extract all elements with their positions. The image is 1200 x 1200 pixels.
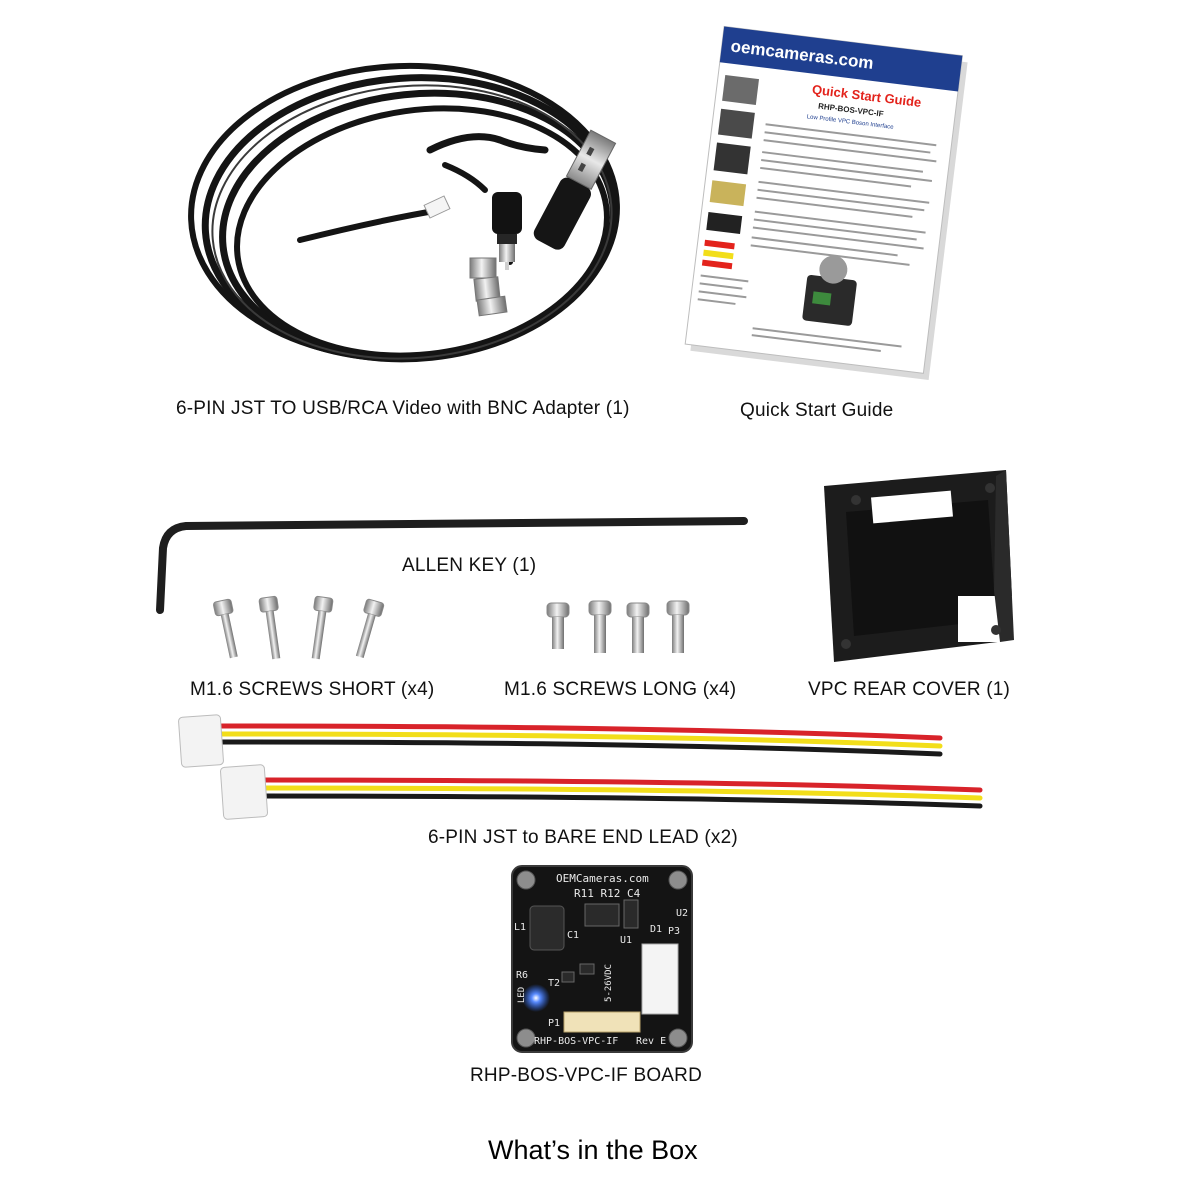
cable-jst-connector — [423, 195, 451, 219]
board-u1-print: U1 — [620, 935, 633, 946]
caption-guide: Quick Start Guide — [740, 400, 894, 421]
quick-start-guide-sheet: oemcameras.com Quick Start Guide RHP-BOS… — [684, 25, 968, 381]
board-u2-print: U2 — [676, 908, 689, 919]
caption-screws-long: M1.6 SCREWS LONG (x4) — [504, 679, 737, 700]
board-t2-print: T2 — [548, 978, 561, 989]
caption-allen-key: ALLEN KEY (1) — [402, 555, 537, 576]
interface-board — [511, 865, 693, 1053]
jst-connector-2 — [220, 764, 268, 820]
board-c1-print: C1 — [567, 930, 580, 941]
usb-plug — [533, 129, 617, 250]
board-r6-print: R6 — [516, 970, 529, 981]
caption-screws-short: M1.6 SCREWS SHORT (x4) — [190, 679, 435, 700]
caption-lead: 6-PIN JST to BARE END LEAD (x2) — [428, 827, 738, 848]
board-led-print: LED — [517, 986, 528, 1004]
board-part-print: RHP-BOS-VPC-IF — [534, 1036, 619, 1047]
short-screws — [213, 595, 385, 660]
board-p3-print: P3 — [668, 926, 681, 937]
status-led — [522, 984, 550, 1012]
bare-end-lead-2 — [259, 777, 983, 809]
jst-connector-1 — [178, 714, 224, 768]
bare-end-lead-1 — [219, 723, 943, 757]
caption-cable: 6-PIN JST TO USB/RCA Video with BNC Adap… — [176, 398, 630, 419]
rca-plug — [492, 192, 522, 270]
board-pin-print: 5-26VDC — [603, 964, 614, 1002]
bnc-adapter — [469, 257, 508, 317]
board-l1-print: L1 — [514, 922, 527, 933]
allen-key — [156, 517, 748, 614]
caption-rear-cover: VPC REAR COVER (1) — [808, 679, 1011, 700]
usb-rca-cable — [188, 62, 620, 363]
board-p1-print: P1 — [548, 1018, 561, 1029]
footer-title: What’s in the Box — [488, 1135, 698, 1165]
board-site-print: OEMCameras.com — [556, 872, 649, 885]
caption-board: RHP-BOS-VPC-IF BOARD — [470, 1065, 703, 1086]
board-d1-print: D1 — [650, 924, 663, 935]
board-ref-print: R11 R12 C4 — [574, 887, 641, 900]
vpc-rear-cover — [824, 470, 1014, 662]
board-rev-print: Rev E — [636, 1036, 667, 1047]
long-screws — [546, 600, 690, 653]
